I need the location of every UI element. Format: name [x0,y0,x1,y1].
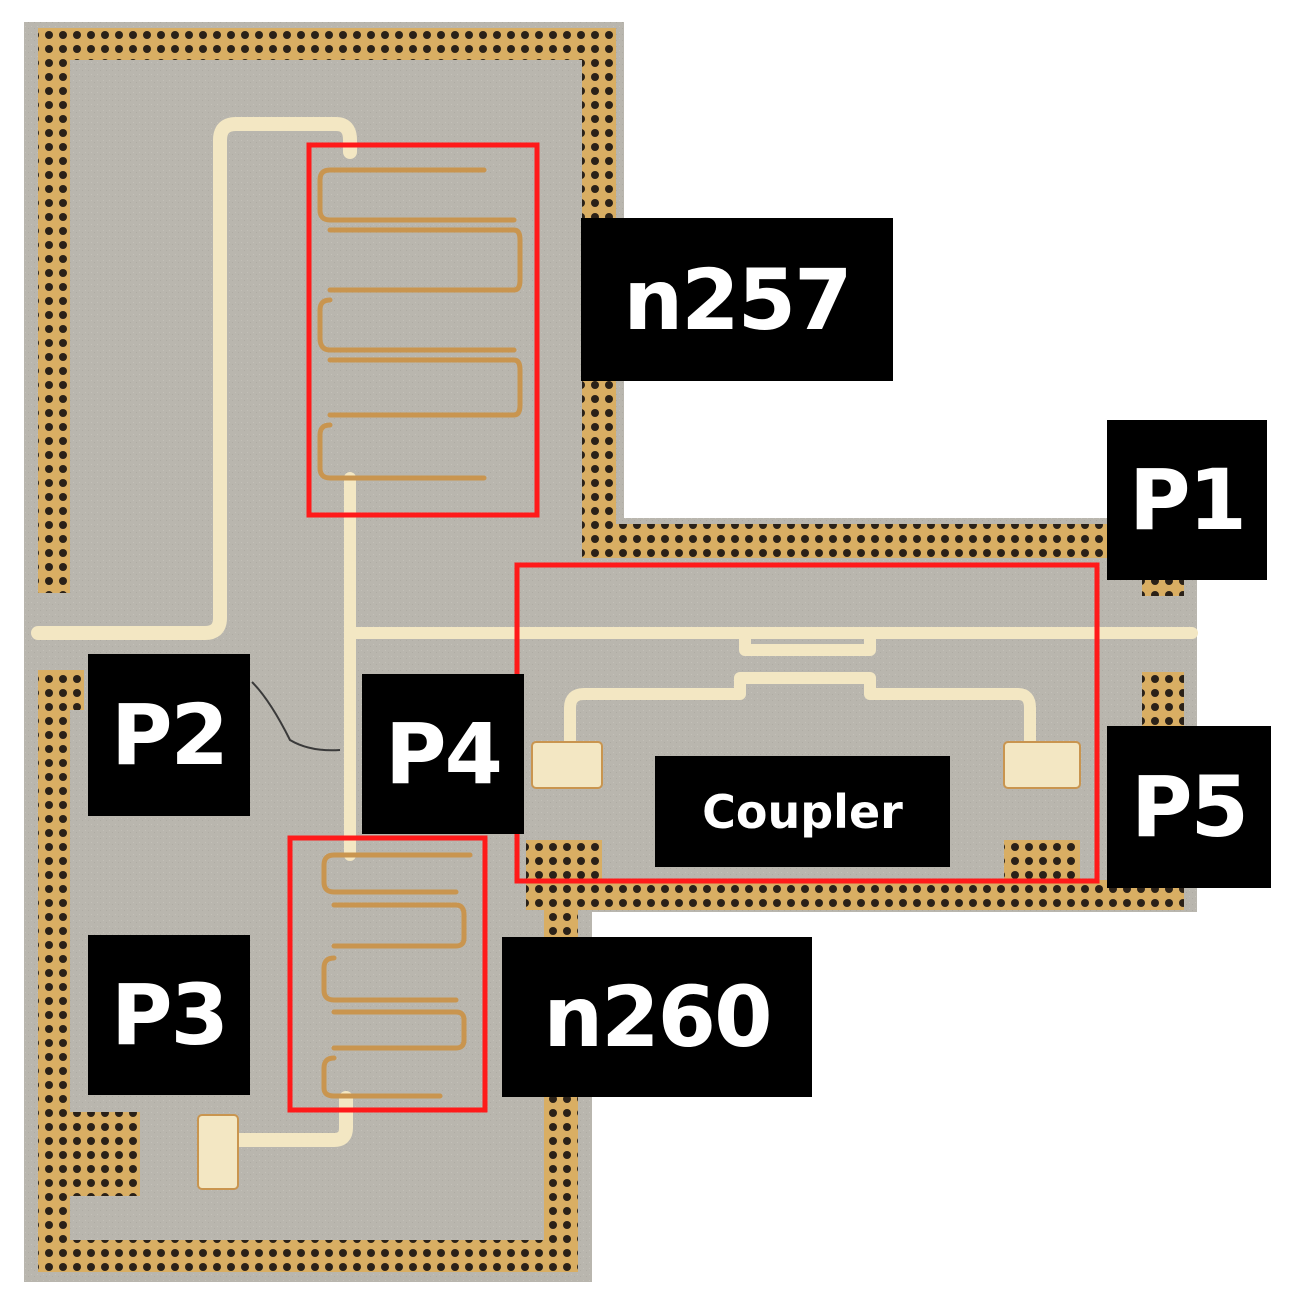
p5-label: P5 [1107,726,1271,888]
surface-scratch [251,681,341,752]
n260-highlight-box [287,835,488,1113]
substrate [24,22,1197,1282]
p2-label: P2 [88,654,250,816]
n257-filter [317,167,523,481]
p1-label: P1 [1107,420,1267,580]
n260-label: n260 [502,937,812,1097]
p4-label: P4 [362,674,524,834]
coupler-label: Coupler [655,756,950,867]
p3-label: P3 [88,935,250,1095]
n260-filter [321,852,473,1099]
metal-traces [31,117,1198,1147]
n257-label: n257 [581,218,893,381]
n257-highlight-box [306,142,540,518]
pads [197,741,1081,1190]
via-fence [38,28,1184,1272]
